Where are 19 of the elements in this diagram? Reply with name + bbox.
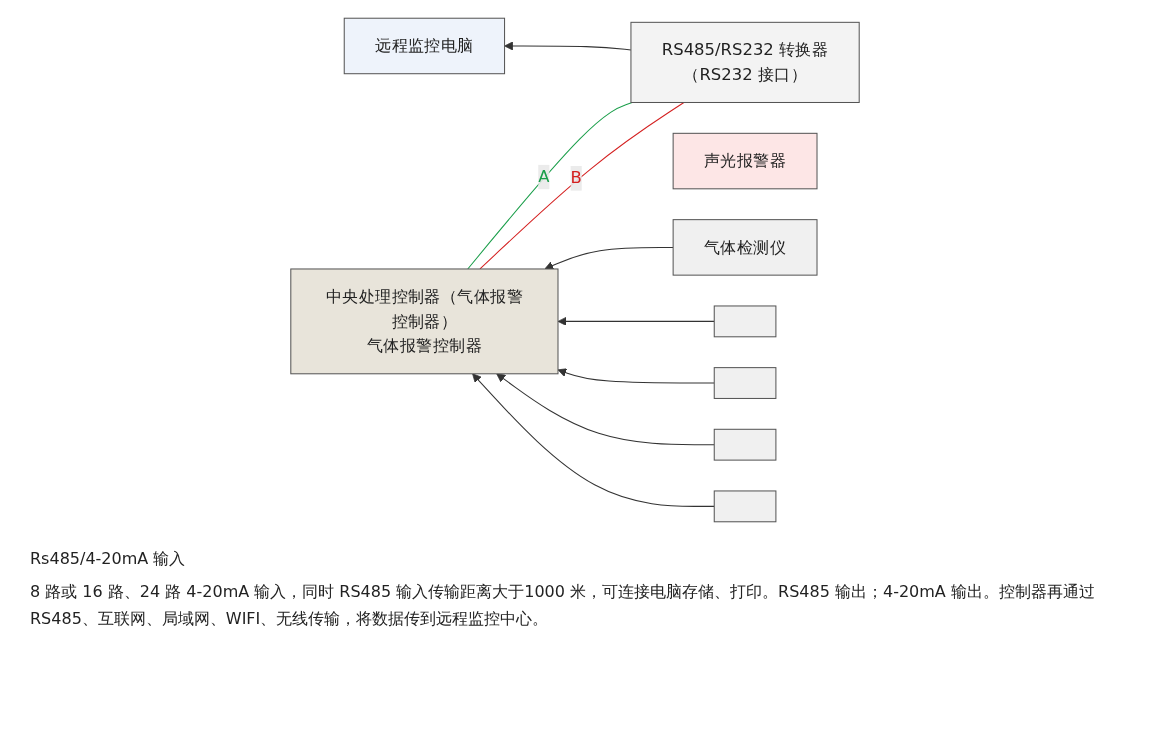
arrow [557, 368, 715, 384]
arrow [544, 246, 674, 270]
edge-label: A [538, 166, 550, 187]
connector [467, 101, 633, 270]
node-box [713, 490, 777, 523]
arrow [472, 373, 715, 507]
arrow [496, 373, 715, 446]
note-text: 8 路或 16 路、24 路 4-20mA 输入，同时 RS485 输入传输距离大于1000 米，可连接电脑存储、打印。RS485 输出；4-20mA 输出。控制器再通过 RS485、互联网、局域网、WIFI、无线传输，将数据传到远程监控中心。 [30, 581, 1096, 631]
node-box: 气体检测仪 [672, 219, 818, 276]
node-box [713, 428, 777, 461]
note-text: Rs485/4-20mA 输入 [30, 548, 187, 570]
node-box: RS485/RS232 转换器 （RS232 接口） [630, 21, 860, 103]
node-box: 中央处理控制器（气体报警控制器） 气体报警控制器 [290, 268, 559, 375]
node-box: 声光报警器 [672, 132, 818, 190]
connector [479, 101, 685, 270]
edge-label: B [570, 168, 582, 188]
node-box [713, 305, 777, 338]
node-box: 远程监控电脑 [343, 17, 506, 75]
node-box [713, 367, 777, 399]
